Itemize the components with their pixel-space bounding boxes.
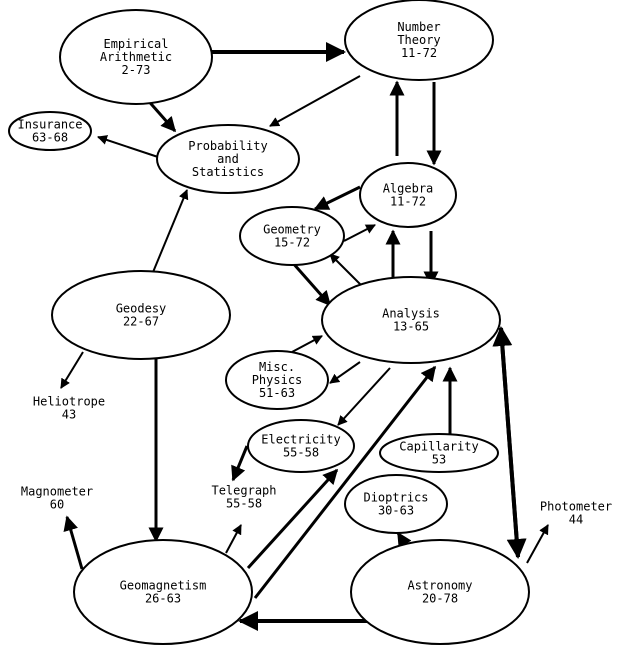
node-label-analysis-1: 13-65 [393,320,429,334]
node-ellipse-misc [225,350,329,410]
edge-algebra-to-geometry [313,185,361,211]
node-label-geometry-0: Geometry [263,223,321,237]
node-ellipse-insurance [8,111,92,151]
node-ellipse-geomagnetism [73,539,253,645]
node-label-misc-2: 51-63 [259,386,295,400]
edge-number-to-probability [269,75,361,127]
node-label-heliotrope-0: Heliotrope [33,395,105,409]
node-ellipse-analysis [321,276,501,364]
edge-analysis-to-misc [329,361,361,384]
node-label-empirical-2: 2-73 [122,63,151,77]
node-ellipse-number [344,0,494,81]
node-ellipse-probability [156,124,300,194]
node-label-probability-0: Probability [188,139,267,153]
node-label-magnometer-0: Magnometer [21,485,93,499]
node-label-probability-1: and [217,152,239,166]
edge-geometry-to-analysis [290,261,332,307]
node-label-insurance-0: Insurance [17,118,82,132]
edge-geodesy-to-probability [150,189,189,278]
edge-analysis-to-electricity [337,367,391,426]
node-ellipse-empirical [59,9,213,105]
node-label-magnometer-1: 60 [50,498,64,512]
node-label-probability-2: Statistics [192,165,264,179]
node-ellipse-capillarity [379,433,499,473]
edges-layer [60,42,549,631]
node-ellipse-dioptrics [344,474,448,534]
edge-geomagnetism-to-telegraph [225,524,242,554]
nodes-layer: EmpiricalArithmetic2-73NumberTheory11-72… [8,0,612,645]
edge-geometry-to-algebra [343,224,376,242]
node-label-heliotrope-1: 43 [62,408,76,422]
edge-astronomy-to-photometer [526,524,549,564]
node-label-empirical-1: Arithmetic [100,50,172,64]
edge-geomagnetism-to-electricity [246,468,339,570]
node-ellipse-astronomy [350,539,530,645]
node-label-astronomy-0: Astronomy [407,579,472,593]
node-label-photometer-1: 44 [569,513,583,527]
node-label-dioptrics-0: Dioptrics [363,491,428,505]
edge-probability-to-insurance [97,135,159,158]
node-label-insurance-1: 63-68 [32,131,68,145]
node-label-astronomy-1: 20-78 [422,592,458,606]
edge-electricity-to-telegraph [231,445,249,482]
node-label-empirical-0: Empirical [103,37,168,51]
node-label-number-1: Theory [397,33,440,47]
node-label-electricity-1: 55-58 [283,446,319,460]
node-label-misc-1: Physics [252,373,303,387]
node-label-geomagnetism-0: Geomagnetism [120,579,207,593]
node-label-telegraph-0: Telegraph [211,484,276,498]
node-label-analysis-0: Analysis [382,307,440,321]
node-label-capillarity-0: Capillarity [399,440,478,454]
node-label-telegraph-1: 55-58 [226,497,262,511]
node-label-algebra-0: Algebra [383,182,434,196]
node-label-geodesy-0: Geodesy [116,302,167,316]
edge-misc-to-analysis [291,335,323,353]
node-label-geodesy-1: 22-67 [123,315,159,329]
edge-geomagnetism-to-analysis [253,365,437,599]
node-label-algebra-1: 11-72 [390,195,426,209]
node-ellipse-geodesy [51,270,231,360]
node-label-dioptrics-1: 30-63 [378,504,414,518]
node-ellipse-geometry [239,206,345,266]
node-label-number-0: Number [397,20,440,34]
node-ellipse-algebra [359,162,457,228]
node-label-number-2: 11-72 [401,46,437,60]
node-label-photometer-0: Photometer [540,500,612,514]
node-label-electricity-0: Electricity [261,433,340,447]
node-label-capillarity-1: 53 [432,453,446,467]
node-label-geometry-1: 15-72 [274,236,310,250]
node-ellipse-electricity [247,419,355,473]
edge-geodesy-to-heliotrope [60,351,84,389]
node-label-geomagnetism-1: 26-63 [145,592,181,606]
node-label-misc-0: Misc. [259,360,295,374]
edge-astronomy-to-analysis [492,326,520,558]
edge-geomagnetism-to-magnometer [63,515,84,570]
